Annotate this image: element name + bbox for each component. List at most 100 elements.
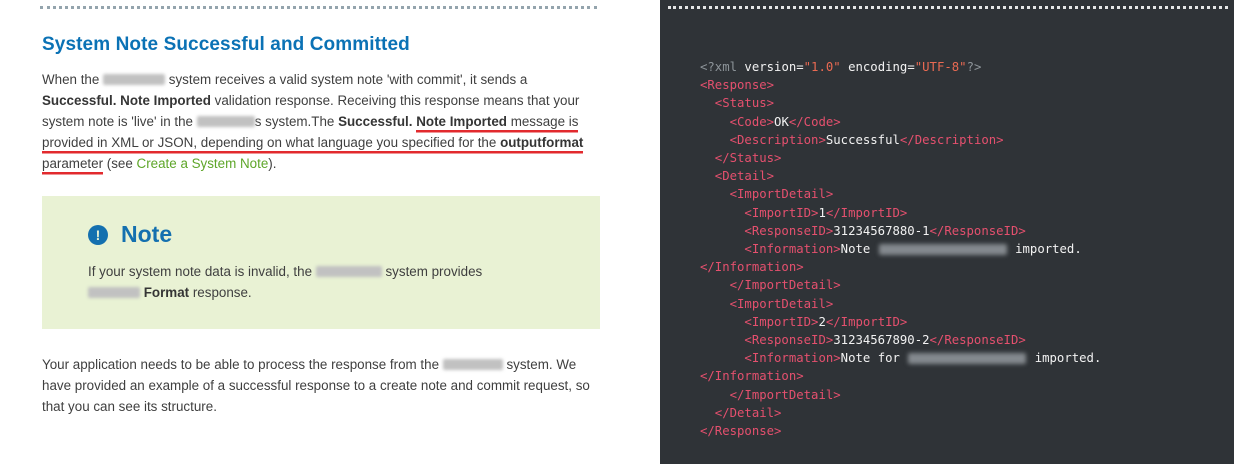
code-token: </ImportID> (825, 205, 908, 220)
code-line: <Information>Note imported. (700, 240, 1101, 258)
dotted-divider-right (668, 6, 1228, 9)
code-token: OK (774, 114, 789, 129)
note-title-row: ! Note (88, 221, 566, 248)
code-line: <Information>Note for imported. (700, 349, 1101, 367)
code-token: <Description> (700, 132, 826, 147)
code-token: 2 (818, 314, 826, 329)
code-token: <ImportID> (700, 314, 819, 329)
code-line: </Information> (700, 258, 1101, 276)
article-content: System Note Successful and Committed Whe… (42, 34, 602, 417)
redacted-text (315, 266, 382, 277)
code-token: <ResponseID> (700, 333, 834, 348)
code-token: </ResponseID> (929, 223, 1026, 238)
text-segment: s system.The (254, 114, 339, 129)
code-token: </Information> (700, 260, 804, 275)
code-token: </ImportDetail> (700, 278, 841, 293)
code-line: </ImportDetail> (700, 386, 1101, 404)
redacted-text (908, 353, 1027, 365)
code-token: <ImportDetail> (700, 296, 834, 311)
code-token: <Status> (700, 96, 775, 111)
code-line: <Detail> (700, 167, 1101, 185)
text-segment: Successful. Note Imported (42, 93, 211, 108)
code-token: </ImportID> (825, 314, 908, 329)
code-token: imported. (1027, 351, 1102, 366)
code-token: </Status> (700, 151, 782, 166)
code-token: 31234567890-2 (833, 333, 930, 348)
note-callout: ! Note If your system note data is inval… (42, 196, 600, 329)
redacted-text (103, 74, 166, 85)
text-segment: system receives a valid system note 'wit… (165, 72, 528, 87)
code-line: <ImportDetail> (700, 185, 1101, 203)
code-token: <Response> (700, 78, 775, 93)
code-token: 1 (818, 205, 826, 220)
redacted-text (442, 359, 503, 370)
code-token: Note (840, 242, 878, 257)
text-segment: parameter (42, 156, 104, 171)
note-body: If your system note data is invalid, the… (88, 261, 528, 303)
page-title: System Note Successful and Committed (42, 34, 410, 55)
code-token: <Information> (700, 242, 841, 257)
code-token: <ImportDetail> (700, 187, 834, 202)
code-token: encoding= (840, 60, 915, 74)
closing-paragraph: Your application needs to be able to pro… (42, 354, 602, 417)
code-line: <Status> (700, 94, 1101, 112)
code-token: <Code> (700, 114, 775, 129)
code-line: <Code>OK</Code> (700, 113, 1101, 131)
text-segment: system. We have provided an example of a… (42, 357, 590, 414)
text-segment: Successful. (338, 114, 417, 129)
code-line: <ResponseID>31234567890-2</ResponseID> (700, 331, 1101, 349)
code-token: Successful (825, 132, 900, 147)
code-token: </Response> (700, 424, 782, 439)
note-title: Note (121, 221, 173, 247)
code-line: <ImportID>1</ImportID> (700, 204, 1101, 222)
xml-response-example: <?xml version="1.0" encoding="UTF-8"?> <R… (700, 58, 1101, 440)
dotted-divider-left (40, 6, 597, 9)
code-token: 31234567880-1 (833, 223, 930, 238)
text-segment: system provides (381, 264, 483, 279)
code-line: </Detail> (700, 404, 1101, 422)
code-line: </Response> (700, 422, 1101, 440)
code-line: </Information> (700, 367, 1101, 385)
code-token: "UTF-8" (914, 60, 967, 74)
text-segment: validation response. Receiving this resp… (42, 93, 580, 129)
code-token: <?xml (700, 60, 745, 74)
code-token: <ResponseID> (700, 223, 834, 238)
redacted-text (196, 116, 255, 127)
info-exclamation-icon: ! (88, 224, 108, 245)
text-segment: Format (143, 285, 190, 300)
redacted-text (878, 244, 1007, 256)
code-line: <Response> (700, 76, 1101, 94)
text-segment: ). (268, 156, 277, 171)
code-token: "1.0" (803, 60, 841, 74)
code-line: <ResponseID>31234567880-1</ResponseID> (700, 222, 1101, 240)
code-line: <ImportID>2</ImportID> (700, 313, 1101, 331)
text-segment: message is provided in XML or JSON, depe… (42, 114, 579, 150)
code-token: <Detail> (700, 169, 775, 184)
code-token: <Information> (700, 351, 841, 366)
code-line: <Description>Successful</Description> (700, 131, 1101, 149)
code-panel: <?xml version="1.0" encoding="UTF-8"?> <R… (660, 0, 1234, 464)
documentation-column: System Note Successful and Committed Whe… (40, 6, 602, 417)
code-line: <?xml version="1.0" encoding="UTF-8"?> (700, 58, 1101, 76)
code-token: </Code> (788, 114, 841, 129)
code-token: </Detail> (700, 405, 782, 420)
text-segment: Note Imported (416, 114, 507, 129)
code-token: </ResponseID> (929, 333, 1026, 348)
code-line: </ImportDetail> (700, 276, 1101, 294)
text-segment: Your application needs to be able to pro… (42, 357, 443, 372)
code-token: imported. (1007, 242, 1082, 257)
text-segment: response. (189, 285, 252, 300)
code-token: ?> (966, 60, 982, 74)
code-token: <ImportID> (700, 205, 819, 220)
code-line: </Status> (700, 149, 1101, 167)
code-token: </Description> (899, 132, 1004, 147)
code-token: </ImportDetail> (700, 387, 841, 402)
inline-link[interactable]: Create a System Note (136, 156, 269, 171)
redacted-text (88, 287, 140, 298)
text-segment: If your system note data is invalid, the (88, 264, 316, 279)
code-line: <ImportDetail> (700, 295, 1101, 313)
intro-paragraph: When the system receives a valid system … (42, 69, 602, 174)
text-segment: (see (103, 156, 137, 171)
code-token: Note for (840, 351, 908, 366)
code-token: version= (744, 60, 804, 74)
